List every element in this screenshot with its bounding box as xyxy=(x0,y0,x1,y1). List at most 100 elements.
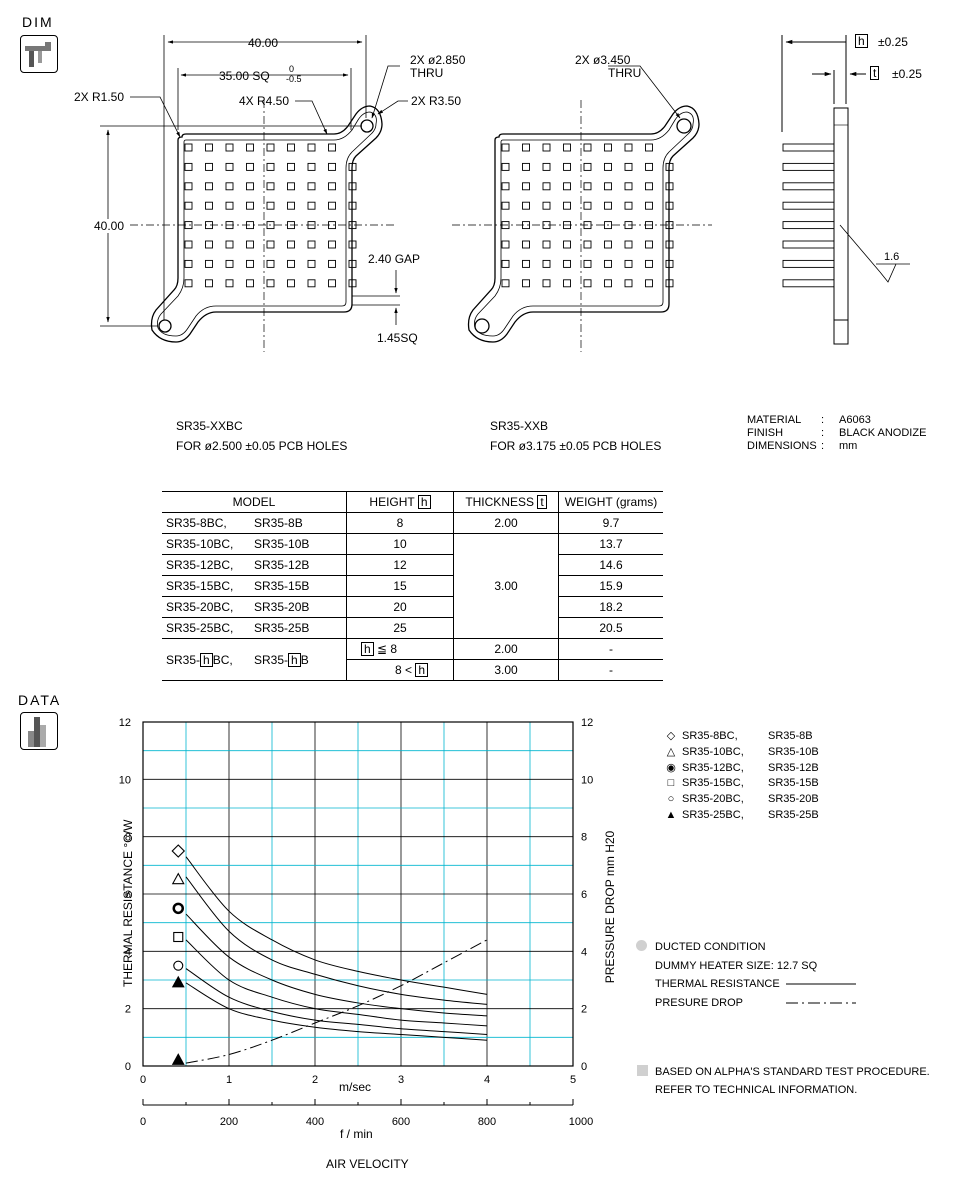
variant-b-name: SR35-XXB xyxy=(490,419,549,433)
finish-value: BLACK ANODIZE xyxy=(839,427,927,439)
variant-bc-desc: FOR ø2.500 ±0.05 PCB HOLES xyxy=(176,439,348,453)
col-model: MODEL xyxy=(162,491,347,513)
xlabel-main: AIR VELOCITY xyxy=(326,1157,409,1171)
pin xyxy=(522,143,530,152)
dim-height-40: 40.00 xyxy=(92,219,127,233)
pin xyxy=(184,240,193,249)
legend-symbol: △ xyxy=(666,746,676,758)
x2-tick-label: 600 xyxy=(392,1116,410,1128)
pin xyxy=(563,279,571,288)
x2-tick-label: 200 xyxy=(220,1116,238,1128)
pin xyxy=(501,240,510,249)
fin xyxy=(782,221,835,230)
fin xyxy=(782,143,835,152)
dim-hole-small: 2X ø2.850 xyxy=(410,53,466,67)
pin xyxy=(583,162,592,171)
pin xyxy=(287,182,295,191)
legend-model-bc: SR35-12BC, xyxy=(682,762,744,774)
note-line-1: BASED ON ALPHA'S STANDARD TEST PROCEDURE… xyxy=(655,1066,930,1078)
y2-tick-label: 8 xyxy=(581,832,587,844)
pin xyxy=(287,162,295,171)
pin xyxy=(583,279,592,288)
pin xyxy=(205,279,213,288)
pin xyxy=(563,201,571,210)
finish-label: FINISH xyxy=(747,427,784,439)
pin xyxy=(501,259,510,268)
pin xyxy=(205,143,213,152)
dim-t-box: t xyxy=(870,66,880,80)
pin xyxy=(522,259,530,268)
legend-item: □SR35-15BC,SR35-15B xyxy=(663,777,819,789)
pin xyxy=(184,143,193,152)
material-sep: : xyxy=(821,414,825,426)
legend-model-bc: SR35-25BC, xyxy=(682,809,744,821)
pin xyxy=(604,279,612,288)
pin xyxy=(665,279,674,288)
pin xyxy=(665,182,674,191)
y-tick-label: 2 xyxy=(125,1004,131,1016)
pin xyxy=(348,279,357,288)
series-line-1 xyxy=(185,876,488,1005)
legend-item: ○SR35-20BC,SR35-20B xyxy=(663,793,819,805)
x-tick-label: 5 xyxy=(570,1074,576,1086)
pin xyxy=(542,201,551,210)
legend-model-bc: SR35-10BC, xyxy=(682,746,744,758)
pin xyxy=(266,240,275,249)
series-marker-1 xyxy=(171,872,185,885)
table-row: SR35-20BC,SR35-20B 20 18.2 xyxy=(162,596,663,618)
x2-tick-label: 400 xyxy=(306,1116,324,1128)
ducted-bullet xyxy=(636,940,647,951)
pin xyxy=(225,259,234,268)
dim-t-tol: ±0.25 xyxy=(892,67,922,81)
legend-symbol: ▲ xyxy=(665,809,677,821)
dim-sq145: 1.45SQ xyxy=(377,331,418,345)
pin xyxy=(348,182,357,191)
pin xyxy=(501,162,510,171)
pin xyxy=(522,182,530,191)
pin xyxy=(563,182,571,191)
legend-symbol: □ xyxy=(667,777,675,789)
series-line-4 xyxy=(185,968,488,1035)
x2-tick-label: 0 xyxy=(140,1116,146,1128)
pin xyxy=(184,182,193,191)
fin xyxy=(782,182,835,191)
caliper-icon xyxy=(20,35,58,73)
pin xyxy=(645,162,653,171)
pin xyxy=(522,240,530,249)
legend-model-b: SR35-15B xyxy=(768,777,819,789)
dimensions-sep: : xyxy=(821,440,825,452)
pin xyxy=(328,143,336,152)
fin xyxy=(782,259,835,268)
pin xyxy=(287,201,295,210)
pin xyxy=(624,259,633,268)
dim-thru: THRU xyxy=(410,66,444,80)
dim-r150: 2X R1.50 xyxy=(74,90,125,104)
pin xyxy=(604,201,612,210)
pin xyxy=(624,182,633,191)
pin xyxy=(266,182,275,191)
material-label: MATERIAL xyxy=(747,414,802,426)
pin xyxy=(328,201,336,210)
legend-model-b: SR35-20B xyxy=(768,793,819,805)
dim-hole-big: 2X ø3.450 xyxy=(575,53,631,67)
table-header-row: MODEL HEIGHT h THICKNESS t WEIGHT (grams… xyxy=(162,491,663,513)
legend-symbol: ◉ xyxy=(666,762,676,774)
variant-bc-name: SR35-XXBC xyxy=(176,419,243,433)
pin xyxy=(583,182,592,191)
dimensions-label: DIMENSIONS xyxy=(747,440,817,452)
dim-sq-35: 35.00 SQ xyxy=(219,69,270,83)
pin xyxy=(604,240,612,249)
table-row: SR35-15BC,SR35-15B 15 15.9 xyxy=(162,575,663,597)
dim-r450: 4X R4.50 xyxy=(239,94,290,108)
pin xyxy=(266,259,275,268)
pin xyxy=(246,279,254,288)
pin xyxy=(665,201,674,210)
x-tick-label: 4 xyxy=(484,1074,490,1086)
y2-tick-label: 0 xyxy=(581,1061,587,1073)
legend-item: ▲SR35-25BC,SR35-25B xyxy=(663,809,819,821)
finish-sep: : xyxy=(821,427,825,439)
pin xyxy=(624,162,633,171)
dim-gap: 2.40 GAP xyxy=(368,252,421,266)
legend-item: △SR35-10BC,SR35-10B xyxy=(663,745,819,758)
pin xyxy=(246,182,254,191)
